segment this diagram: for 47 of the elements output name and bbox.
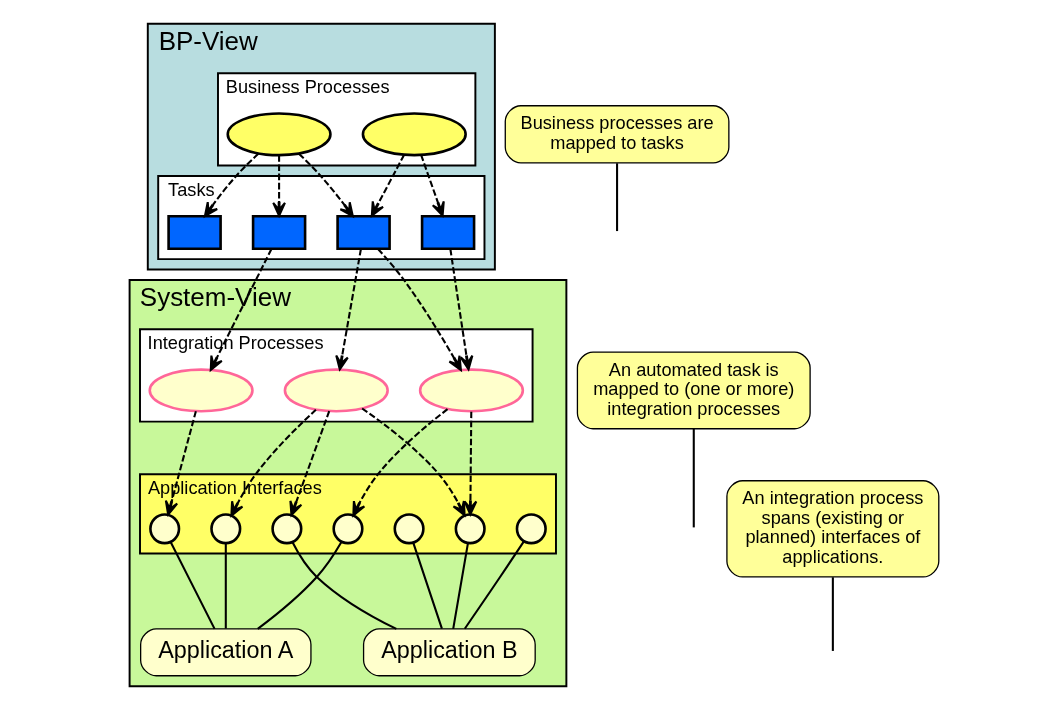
node-box: An integration process spans (existing or planned) interfaces of applications.: [726, 480, 940, 578]
node-ellipse: [148, 368, 254, 413]
node-box: Business processes are mapped to tasks: [504, 105, 730, 164]
node-circle: [454, 513, 486, 545]
node-circle: [332, 513, 364, 545]
connector: [224, 543, 227, 629]
node-box: Application B: [362, 628, 536, 677]
node-ellipse: [361, 112, 467, 157]
node-ellipse: [226, 112, 332, 157]
connector: [452, 542, 469, 629]
node-circle: [210, 513, 242, 545]
node-circle: [271, 513, 303, 545]
arrow: [463, 411, 478, 516]
node-box: An automated task is mapped to (one or more) integration processes: [576, 351, 811, 430]
node-box: [167, 214, 222, 251]
arrow: [377, 248, 462, 371]
cluster: Business Processes: [217, 72, 477, 167]
node-circle: [515, 513, 547, 545]
node-box: [251, 214, 307, 251]
connector: [169, 541, 216, 630]
node-ellipse: [418, 368, 525, 413]
arrow: [352, 408, 449, 517]
connector: [463, 540, 525, 630]
arrow: [420, 154, 445, 217]
connector: [616, 163, 619, 232]
node-ellipse: [283, 368, 389, 413]
arrow: [272, 155, 286, 217]
node-box: Application A: [140, 628, 312, 677]
node-box: [336, 214, 391, 251]
arrow: [289, 410, 331, 517]
connector: [291, 541, 397, 630]
node-box: [420, 214, 476, 251]
connector: [412, 542, 443, 629]
node-circle: [393, 513, 425, 545]
cluster: Integration Processes: [139, 328, 534, 423]
arrow: [209, 248, 273, 371]
connector: [692, 428, 695, 528]
arrow: [335, 249, 362, 371]
connector: [257, 541, 343, 630]
arrow: [449, 249, 474, 371]
arrow: [298, 153, 354, 218]
node-circle: [149, 513, 181, 545]
cluster: Tasks: [157, 174, 486, 261]
arrow: [164, 410, 197, 516]
arrow: [370, 154, 405, 217]
connector: [831, 577, 834, 651]
arrow: [203, 153, 260, 218]
